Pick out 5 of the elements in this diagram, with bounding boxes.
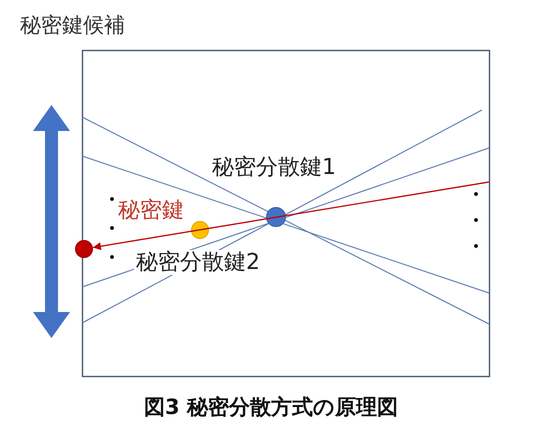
range-label: 秘密鍵候補 — [20, 13, 125, 38]
arrow — [92, 181, 490, 250]
point-label: 秘密鍵 — [118, 198, 184, 224]
figure-caption: 図3 秘密分散方式の原理図 — [144, 395, 398, 420]
point-label: 秘密分散鍵1 — [212, 155, 336, 180]
